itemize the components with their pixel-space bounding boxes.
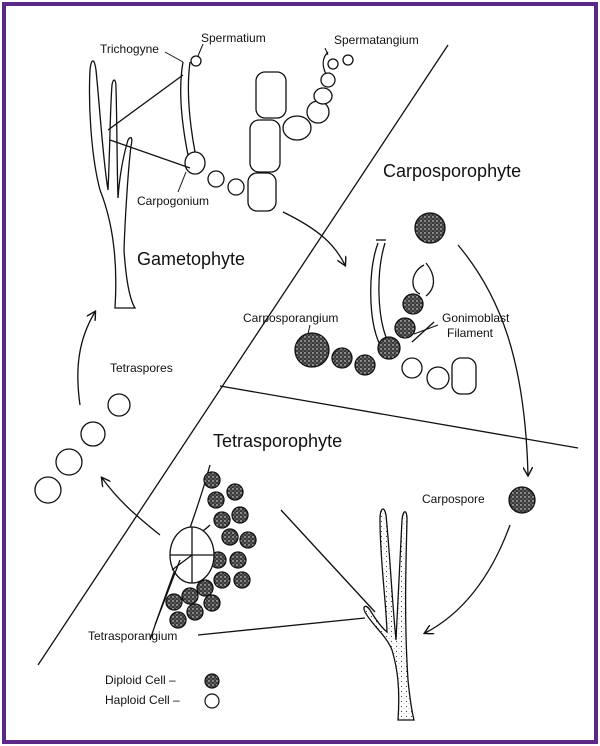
arrow-tetraspore-release bbox=[102, 478, 161, 536]
divider-main bbox=[37, 44, 449, 666]
tetrasporophyte-thallus bbox=[197, 508, 415, 721]
carposporophyte-structure bbox=[294, 212, 477, 395]
label-trichogyne: Trichogyne bbox=[100, 42, 159, 56]
label-gonimoblast: Gonimoblast bbox=[442, 311, 510, 325]
spermatangium-chain bbox=[282, 51, 354, 141]
tetrasporangium-filament bbox=[149, 464, 257, 641]
label-carposporophyte: Carposporophyte bbox=[383, 161, 521, 181]
gametophyte-thallus bbox=[88, 60, 191, 309]
carpogonial-branch bbox=[180, 55, 245, 196]
divider-lower bbox=[219, 385, 579, 449]
carpospore-cell bbox=[508, 486, 536, 514]
arrow-germination bbox=[425, 524, 511, 633]
haploid-cell-icon bbox=[204, 693, 220, 709]
label-tetraspores: Tetraspores bbox=[110, 361, 173, 375]
legend: Diploid Cell – Haploid Cell – bbox=[105, 673, 220, 709]
label-spermatium: Spermatium bbox=[201, 31, 266, 45]
label-filament: Filament bbox=[447, 326, 494, 340]
gametophyte-filament bbox=[247, 71, 287, 212]
legend-diploid-label: Diploid Cell – bbox=[105, 673, 176, 687]
label-spermatangium: Spermatangium bbox=[334, 33, 419, 47]
diploid-cell-icon bbox=[204, 673, 220, 689]
arrow-tetraspore-germination bbox=[77, 312, 95, 406]
label-carpospore: Carpospore bbox=[422, 492, 485, 506]
legend-haploid-label: Haploid Cell – bbox=[105, 693, 180, 707]
label-pointers bbox=[164, 43, 439, 335]
label-carposporangium: Carposporangium bbox=[243, 311, 338, 325]
label-tetrasporophyte: Tetrasporophyte bbox=[213, 431, 342, 451]
label-gametophyte: Gametophyte bbox=[137, 249, 245, 269]
arrow-fertilization bbox=[282, 211, 345, 265]
arrow-carpospore-release bbox=[457, 244, 528, 475]
label-tetrasporangium: Tetrasporangium bbox=[88, 629, 177, 643]
label-carpogonium: Carpogonium bbox=[137, 194, 209, 208]
tetraspores-chain bbox=[34, 393, 131, 504]
